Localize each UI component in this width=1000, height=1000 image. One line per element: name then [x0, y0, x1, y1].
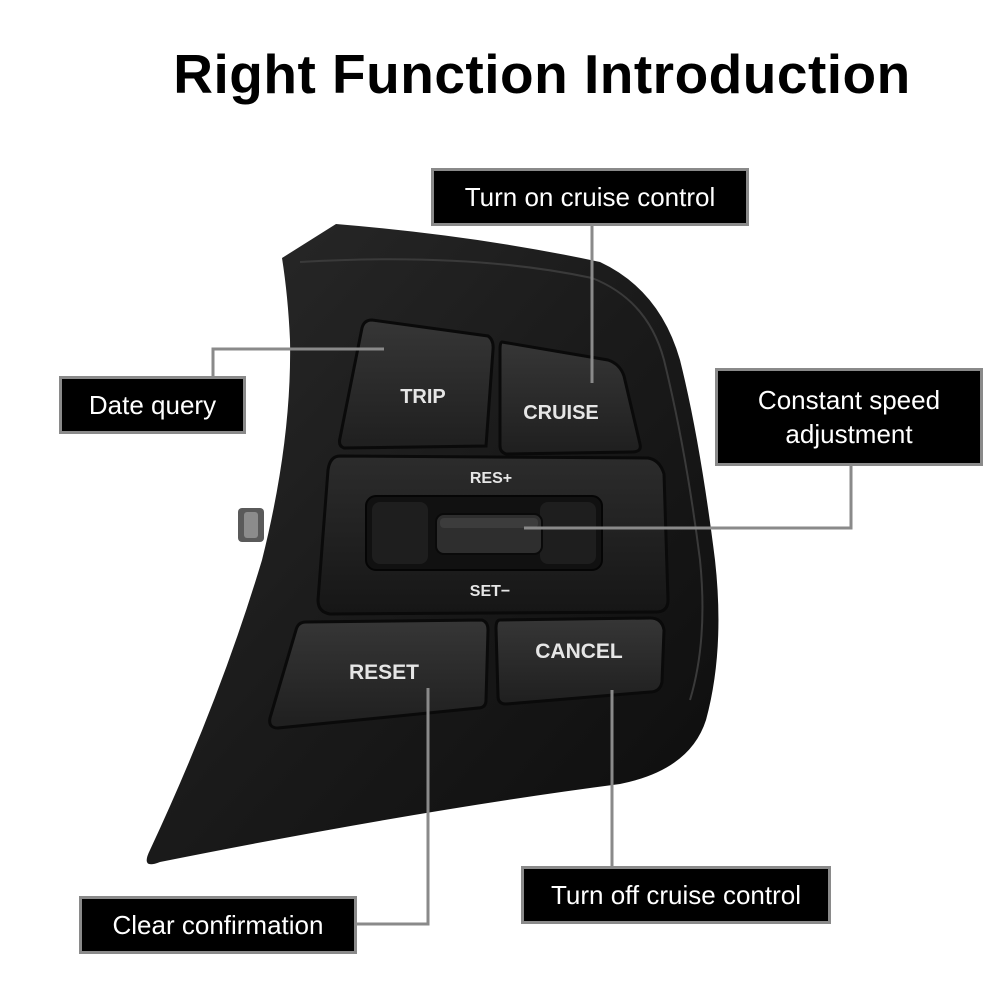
callout-date-query: Date query	[59, 376, 246, 434]
cruise-label: CRUISE	[523, 402, 599, 424]
callout-turn-off-cruise: Turn off cruise control	[521, 866, 831, 924]
cancel-label: CANCEL	[535, 640, 623, 663]
cruise-button[interactable]	[498, 340, 642, 456]
res-plus-label: RES+	[470, 470, 512, 487]
callout-speed-adjustment: Constant speed adjustment	[715, 368, 983, 466]
res-set-rocker[interactable]	[316, 454, 670, 616]
callout-turn-on-cruise: Turn on cruise control	[431, 168, 749, 226]
reset-button[interactable]	[268, 618, 490, 730]
leader-line-speed	[524, 466, 853, 530]
trip-label: TRIP	[400, 386, 446, 408]
set-minus-label: SET−	[470, 583, 510, 600]
cancel-button[interactable]	[494, 616, 666, 706]
mounting-bolt	[238, 508, 264, 542]
reset-label: RESET	[349, 661, 419, 684]
leader-line-clear	[357, 688, 430, 926]
callout-clear-confirmation: Clear confirmation	[79, 896, 357, 954]
trip-button[interactable]	[338, 318, 495, 450]
leader-line-date	[211, 347, 384, 376]
page-title: Right Function Introduction	[173, 43, 911, 105]
